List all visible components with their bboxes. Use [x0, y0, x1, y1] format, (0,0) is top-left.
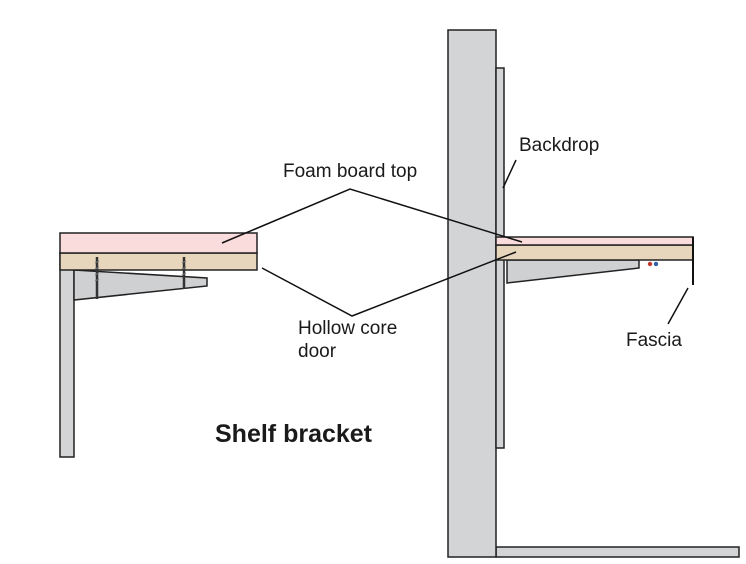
left-screw-2 — [181, 257, 187, 289]
wire-red — [647, 261, 653, 267]
leader-foam-board-top — [221, 188, 523, 244]
left-shelf-assembly — [59, 232, 258, 458]
label-hollow-core-line1: Hollow core — [298, 318, 397, 339]
leader-backdrop — [502, 159, 517, 189]
left-foam-board-top — [59, 232, 258, 254]
left-shelf-bracket — [73, 269, 208, 301]
right-shelf-bracket — [506, 259, 640, 284]
leader-fascia — [667, 287, 689, 325]
vertical-post — [447, 29, 497, 558]
label-shelf-bracket: Shelf bracket — [215, 420, 373, 448]
leader-hollow-core-door — [261, 251, 517, 317]
floor-channel — [495, 546, 740, 558]
label-foam-board-top: Foam board top — [283, 161, 417, 182]
right-hollow-core-door — [495, 244, 694, 261]
left-hollow-core-door — [59, 252, 258, 271]
right-shelf-assembly — [447, 29, 740, 558]
leader-lines — [221, 159, 689, 325]
right-foam-board-top — [495, 236, 694, 246]
left-wall-standard — [59, 252, 75, 458]
wire-blue — [653, 261, 659, 267]
label-fascia: Fascia — [626, 330, 682, 351]
left-screw-1 — [94, 257, 100, 299]
label-backdrop: Backdrop — [519, 135, 599, 156]
label-hollow-core-line2: door — [298, 341, 337, 362]
